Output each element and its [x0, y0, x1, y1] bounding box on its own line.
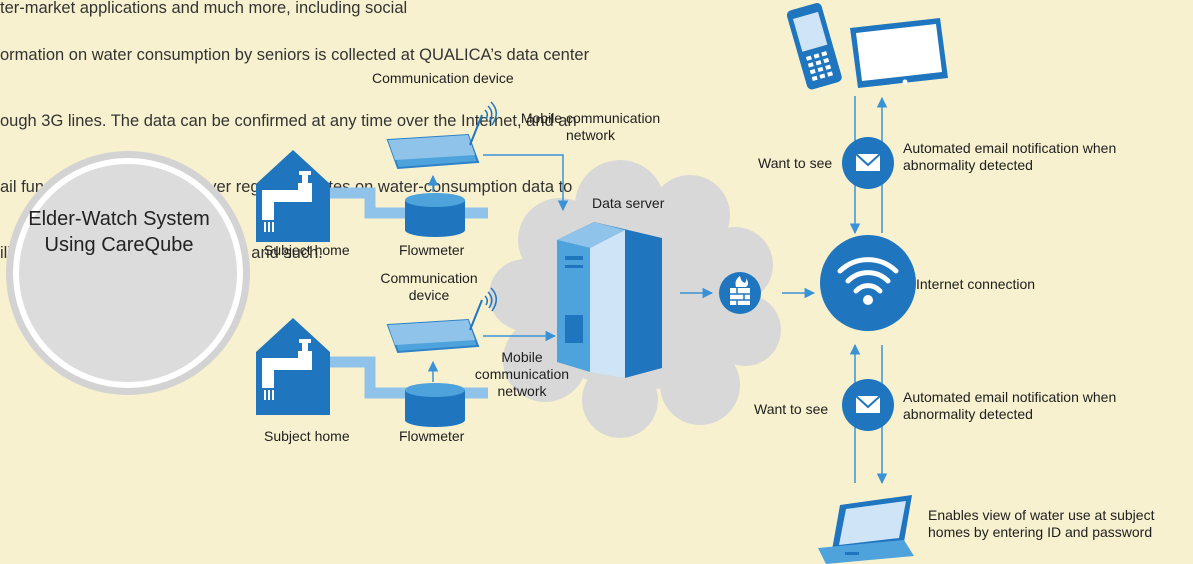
view-access-label-line2: homes by entering ID and password [928, 524, 1153, 540]
wireless-signal-icon [484, 101, 497, 126]
system-title-line2: Using CareQube [44, 234, 194, 256]
email-notification-label-top-line1: Automated email notification when [903, 140, 1117, 156]
mobile-network-label-top: Mobile communication network [498, 110, 683, 144]
mobile-network-label-bottom-line2: communication [474, 366, 570, 382]
mobile-network-label-bottom-line1: Mobile [501, 349, 543, 365]
view-access-label: Enables view of water use at subject hom… [928, 507, 1154, 541]
system-title-line1: Elder-Watch System [28, 208, 210, 230]
server-icon [557, 222, 662, 378]
subject-home-label-top: Subject home [264, 242, 350, 258]
email-notification-label-bottom-line1: Automated email notification when [903, 389, 1117, 405]
laptop-icon [818, 495, 914, 564]
subject-home-label-bottom: Subject home [264, 428, 350, 444]
email-notification-label-bottom-line2: abnormality detected [903, 406, 1033, 422]
house-icon [256, 150, 330, 242]
communication-device-icon [386, 318, 480, 354]
firewall-icon [719, 272, 761, 314]
flowmeter-label-bottom: Flowmeter [399, 428, 465, 444]
flowmeter-icon [405, 193, 465, 237]
email-notification-label-top-line2: abnormality detected [903, 157, 1033, 173]
wireless-signal-icon [484, 287, 497, 312]
house-icon [256, 318, 330, 415]
communication-device-icon [386, 133, 480, 170]
description-line1: ormation on water consumption by seniors… [0, 46, 590, 64]
email-notification-label-top: Automated email notification when abnorm… [903, 140, 1116, 174]
description-line2: ough 3G lines. The data can be confirmed… [0, 112, 577, 130]
mobile-network-label-top-line2: network [565, 127, 616, 143]
communication-device-label-bottom-line2: device [408, 287, 450, 303]
system-title-circle [6, 151, 250, 395]
want-to-see-label-top: Want to see [758, 155, 833, 171]
communication-device-label-top: Communication device [372, 70, 514, 86]
tablet-icon [850, 18, 948, 88]
mobile-network-label-top-line1: Mobile communication [520, 110, 661, 126]
view-access-label-line1: Enables view of water use at subject [928, 507, 1155, 523]
data-server-label: Data server [592, 195, 665, 211]
mobile-network-label-bottom-line3: network [497, 383, 547, 399]
flowmeter-icon [405, 383, 465, 427]
wifi-icon [820, 235, 916, 331]
flowmeter-label-top: Flowmeter [399, 242, 465, 258]
communication-device-label-bottom-line1: Communication [380, 270, 478, 286]
email-icon [842, 137, 894, 189]
email-icon [842, 379, 894, 431]
email-notification-label-bottom: Automated email notification when abnorm… [903, 389, 1116, 423]
intro-text: ter-market applications and much more, i… [0, 0, 408, 17]
smartphone-icon [786, 3, 842, 90]
internet-connection-label: Internet connection [916, 276, 1036, 292]
system-title: Elder-Watch System Using CareQube [0, 206, 238, 258]
mobile-network-label-bottom: Mobile communication network [462, 349, 582, 400]
want-to-see-label-bottom: Want to see [754, 401, 829, 417]
communication-device-label-bottom: Communication device [370, 270, 488, 304]
